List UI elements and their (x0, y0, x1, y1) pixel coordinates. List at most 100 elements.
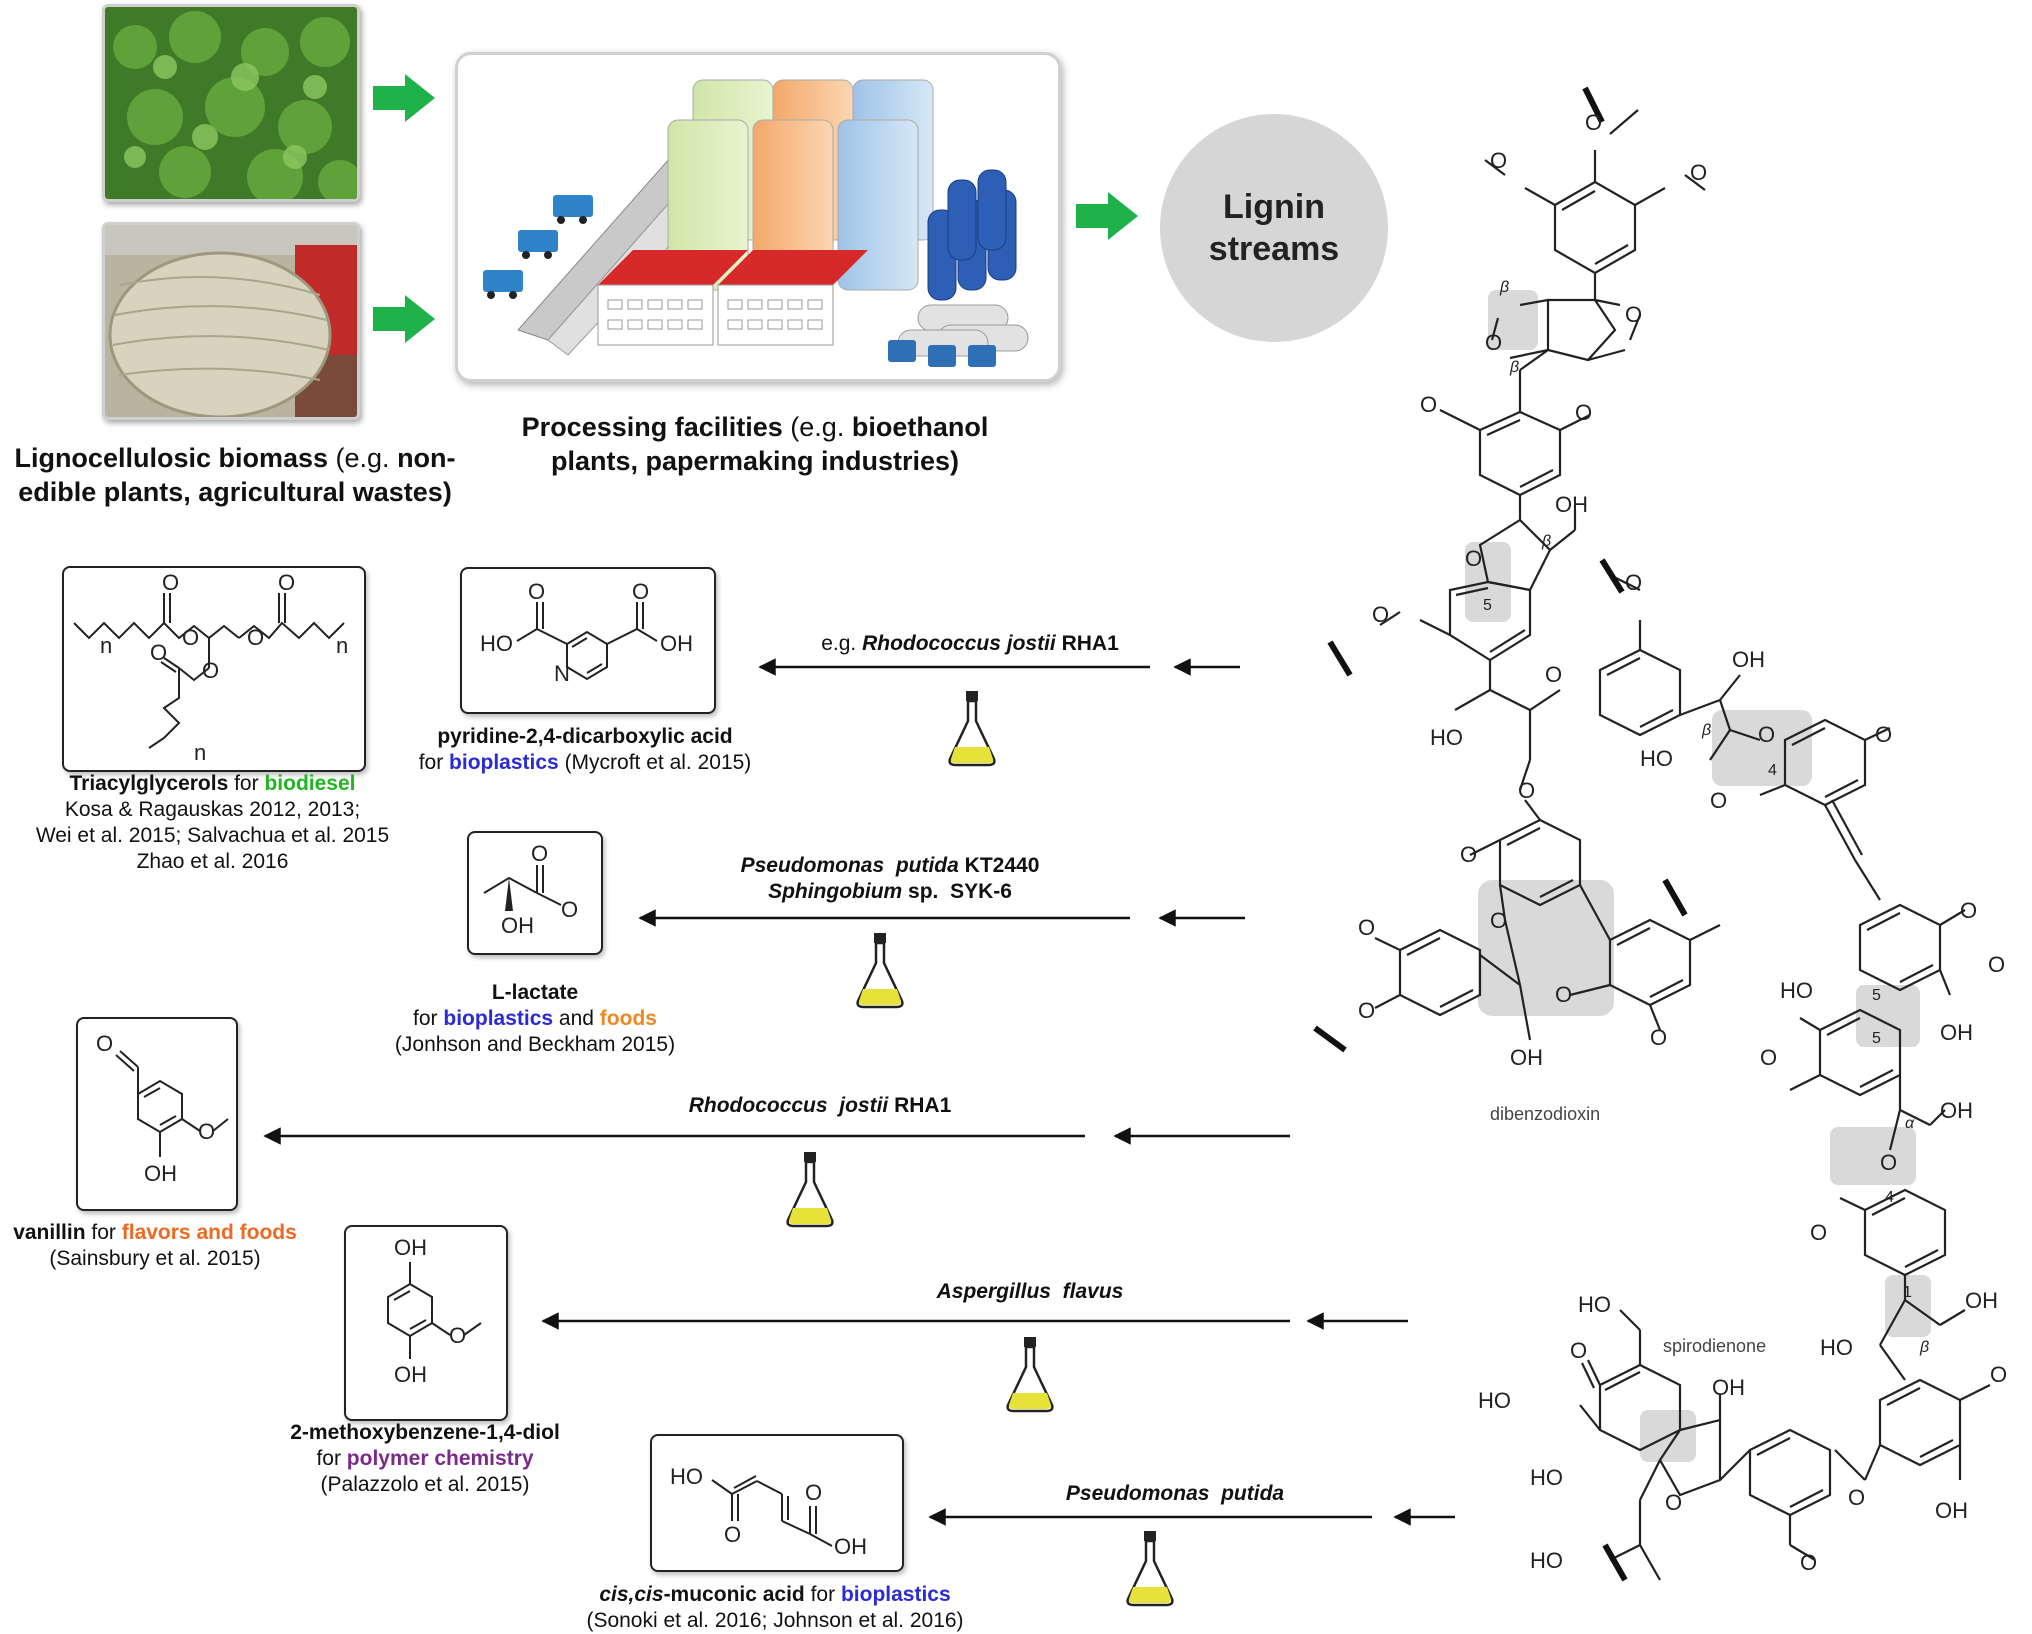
atom-label: O (1575, 400, 1592, 425)
atom-label: N (554, 661, 570, 686)
atom-label: O (1625, 570, 1642, 595)
biomass-caption-line2: edible plants, agricultural wastes) (18, 477, 452, 507)
atom-label: OH (1510, 1045, 1543, 1070)
atom-label: O (1555, 982, 1572, 1007)
atom-label: O (1485, 330, 1502, 355)
lactate-caption: L-lactate for bioplastics and foods (Jon… (394, 981, 676, 1056)
processing-caption: Processing facilities (e.g. bioethanol p… (495, 410, 1015, 478)
atom-label: OH (394, 1362, 427, 1387)
pdc-structure-box: O O HO OH N (460, 567, 716, 714)
flask-icon (1126, 1531, 1174, 1607)
atom-label: O (1690, 160, 1707, 185)
atom-label: O (1460, 842, 1477, 867)
atom-label: OH (1555, 492, 1588, 517)
atom-label: O (278, 570, 295, 595)
organism-label-aspergillus: Aspergillus flavus (936, 1280, 1124, 1303)
linkage-label: 4 (1885, 1189, 1894, 1206)
atom-label: OH (1732, 647, 1765, 672)
atom-label: O (1465, 546, 1482, 571)
atom-label: O (198, 1119, 215, 1144)
methoxyhydroquinone-structure-box: OH O OH (344, 1225, 508, 1421)
atom-label: OH (1940, 1020, 1973, 1045)
linkage-label: 5 (1872, 987, 1881, 1004)
biomass-caption-bold: Lignocellulosic biomass (14, 443, 329, 473)
pdc-caption: pyridine-2,4-dicarboxylic acid for biopl… (418, 725, 752, 774)
linkage-label: β (1919, 1339, 1929, 1356)
atom-label: O (1988, 952, 2005, 977)
atom-label: HO (1820, 1335, 1853, 1360)
linkage-highlight (1465, 290, 1931, 1462)
biomass-caption: Lignocellulosic biomass (e.g. non- edibl… (0, 441, 470, 509)
atom-label: O (1545, 662, 1562, 687)
linkage-label: 1 (1903, 1284, 1912, 1301)
atom-label: O (1710, 788, 1727, 813)
atom-label: O (1625, 302, 1642, 327)
atom-label: O (1420, 392, 1437, 417)
atom-label: O (1990, 1362, 2007, 1387)
atom-label: OH (1940, 1098, 1973, 1123)
atom-label: O (1490, 148, 1507, 173)
atom-label: HO (1578, 1292, 1611, 1317)
atom-label: n (194, 740, 206, 765)
atom-label: O (1960, 898, 1977, 923)
linkage-label: 4 (1768, 762, 1777, 779)
processing-caption-line2: plants, papermaking industries) (550, 446, 960, 476)
atom-label: OH (144, 1161, 177, 1186)
lignin-polymer-structure: O O O O O O O OH O O HO O O OH HO O O O … (1313, 86, 2007, 1582)
flask-icon (786, 1152, 834, 1228)
atom-label: OH (834, 1534, 867, 1559)
atom-label: O (561, 897, 578, 922)
organism-label-rhodococcus-2: Rhodococcus jostii RHA1 (688, 1094, 952, 1117)
atom-label: O (162, 570, 179, 595)
atom-label: O (1585, 110, 1602, 135)
vanillin-structure-box: O O OH (76, 1017, 238, 1211)
atom-label: O (724, 1522, 741, 1547)
atom-label: O (1800, 1550, 1817, 1575)
atom-label: n (336, 633, 348, 658)
lactate-structure-box: O O OH (467, 831, 603, 955)
atom-label: O (528, 579, 545, 604)
atom-label: HO (1530, 1548, 1563, 1573)
atom-label: HO (1478, 1388, 1511, 1413)
atom-label: HO (670, 1464, 703, 1489)
atom-label: O (1570, 1338, 1587, 1363)
atom-label: OH (1935, 1498, 1968, 1523)
vanillin-caption: vanillin for flavors and foods (Sainsbur… (13, 1221, 297, 1270)
green-arrow-icon (373, 74, 435, 122)
atom-label: O (1760, 1045, 1777, 1070)
green-arrow-icon (373, 295, 435, 343)
atom-label: HO (1640, 746, 1673, 771)
linkage-label: 5 (1483, 597, 1492, 614)
atom-label: HO (1530, 1465, 1563, 1490)
atom-label: O (247, 625, 264, 650)
organism-label-pseudomonas-putida: Pseudomonas putida (1065, 1482, 1285, 1505)
organism-label-rhodococcus-1: e.g. Rhodococcus jostii RHA1 (821, 632, 1119, 655)
hay-bale-photo (102, 222, 360, 420)
lignin-streams-circle: Lignin streams (1160, 114, 1388, 342)
atom-label: O (150, 640, 167, 665)
triacylglycerol-structure-box: O O O O O O n n n (62, 566, 366, 772)
atom-label: O (182, 625, 199, 650)
lignin-label-line1: Lignin (1223, 188, 1325, 226)
atom-label: O (1358, 998, 1375, 1023)
flask-icon (856, 933, 904, 1009)
flask-icon (948, 691, 996, 767)
atom-label: O (202, 658, 219, 683)
organism-label-pseudomonas-sphingobium: Pseudomonas putida KT2440 Sphingobium sp… (740, 854, 1040, 903)
atom-label: O (96, 1031, 113, 1056)
dibenzodioxin-label: dibenzodioxin (1490, 1104, 1600, 1124)
atom-label: HO (1780, 978, 1813, 1003)
atom-label: O (1372, 602, 1389, 627)
atom-label: O (1490, 908, 1507, 933)
muconic-acid-structure-box: HO O O OH (650, 1434, 904, 1572)
linkage-label: α (1905, 1115, 1915, 1132)
atom-label: O (1358, 915, 1375, 940)
atom-label: HO (480, 631, 513, 656)
atom-label: O (449, 1323, 466, 1348)
linkage-label: β (1541, 533, 1551, 550)
atom-label: OH (501, 913, 534, 938)
atom-label: O (1518, 778, 1535, 803)
flask-icon (1006, 1337, 1054, 1413)
atom-label: O (632, 579, 649, 604)
